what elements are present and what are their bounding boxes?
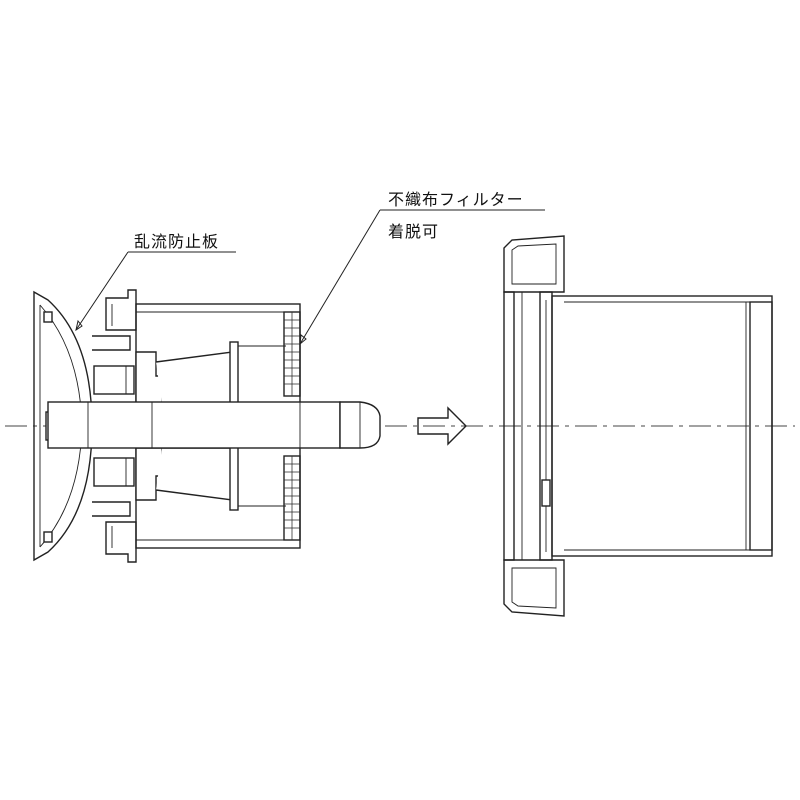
inner-block-top [93,365,135,395]
sleeve-latch [541,479,551,507]
label-removable: 着脱可 [388,222,440,241]
leader-filter [299,209,381,345]
fan-bottom [155,447,233,501]
central-shaft [47,401,341,449]
dish-clip-bottom [43,531,53,543]
sleeve-cap-bottom [503,559,565,617]
inner-block-bottom [93,457,135,487]
right-assembly [503,235,773,617]
sleeve-front-plate [503,291,515,561]
upper-bracket [92,335,131,351]
label-turbulence-plate: 乱流防止板 [134,232,220,251]
leader-turbulence [75,251,129,331]
sleeve-cap-bottom-inner [511,567,557,609]
sleeve-cap-top-inner [511,243,557,285]
label-nonwoven-filter: 不織布フィルター [388,190,524,209]
mount-lug-bottom [105,521,137,563]
flange-top [229,341,239,411]
filter-mesh-pattern [284,312,300,540]
dish-clip-top [43,311,53,323]
leader-turbulence-arrow [75,319,83,332]
mount-lug-top [105,289,137,331]
leader-lines [75,209,545,346]
left-assembly [33,289,381,563]
motor-housing-top [135,351,163,405]
sleeve-cap-top [503,235,565,293]
flange-bottom [229,441,239,511]
lower-bracket [92,501,131,517]
leader-filter-arrow [299,334,307,346]
fan-top [155,351,233,405]
motor-housing-bottom [135,447,163,501]
tube-end-ring [749,301,773,551]
direction-arrow [417,406,467,446]
